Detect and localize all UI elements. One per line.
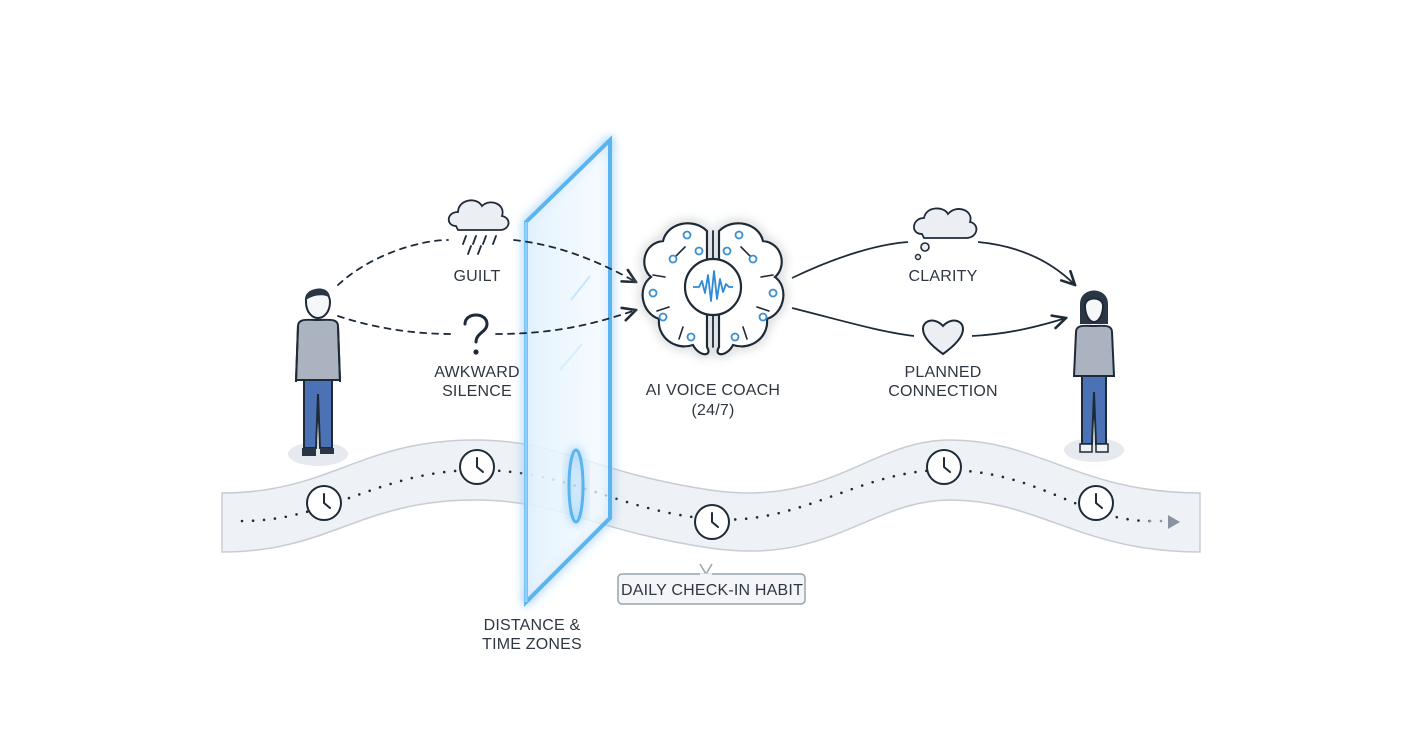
clarity-arrow-continued: [977, 241, 1075, 285]
clock-icon: [1078, 485, 1114, 521]
clarity-label: CLARITY: [909, 268, 978, 285]
rain-cloud-icon: [447, 199, 510, 255]
habit-badge: DAILY CHECK-IN HABIT: [617, 563, 806, 605]
planned-label-line1: PLANNED: [905, 364, 982, 381]
connection-arrow-continued: [971, 318, 1066, 337]
awkward-label-line2: SILENCE: [442, 383, 512, 400]
guilt-arrow-continued: [513, 239, 636, 282]
distance-label-line2: TIME ZONES: [482, 636, 582, 653]
timeline-arrowhead: [1168, 515, 1180, 529]
thought-bubble-icon: [913, 207, 978, 261]
clock-icon: [694, 504, 730, 540]
question-mark-icon: [463, 313, 489, 355]
planned-label-line2: CONNECTION: [888, 383, 998, 400]
brain-waveform-icon: [627, 201, 799, 373]
awkward-arrow: [337, 315, 453, 335]
person-left-avatar: [288, 288, 348, 466]
guilt-label: GUILT: [454, 268, 501, 285]
glass-barrier: [524, 135, 612, 607]
distance-label-line1: DISTANCE &: [484, 617, 581, 634]
heart-icon: [921, 319, 965, 356]
clock-icon: [459, 449, 495, 485]
tunnel-ring: [567, 448, 585, 524]
clock-icon: [306, 485, 342, 521]
timeline-dotted-path: [240, 468, 1152, 523]
person-right-avatar: [1064, 290, 1124, 462]
habit-label: DAILY CHECK-IN HABIT: [621, 582, 803, 599]
connection-arrow: [791, 307, 915, 337]
clarity-arrow: [791, 241, 909, 279]
clock-icon: [926, 449, 962, 485]
awkward-label-line1: AWKWARD: [434, 364, 520, 381]
coach-label-line1: AI VOICE COACH: [646, 382, 780, 399]
coach-label-line2: (24/7): [692, 402, 735, 419]
guilt-arrow: [337, 239, 449, 286]
